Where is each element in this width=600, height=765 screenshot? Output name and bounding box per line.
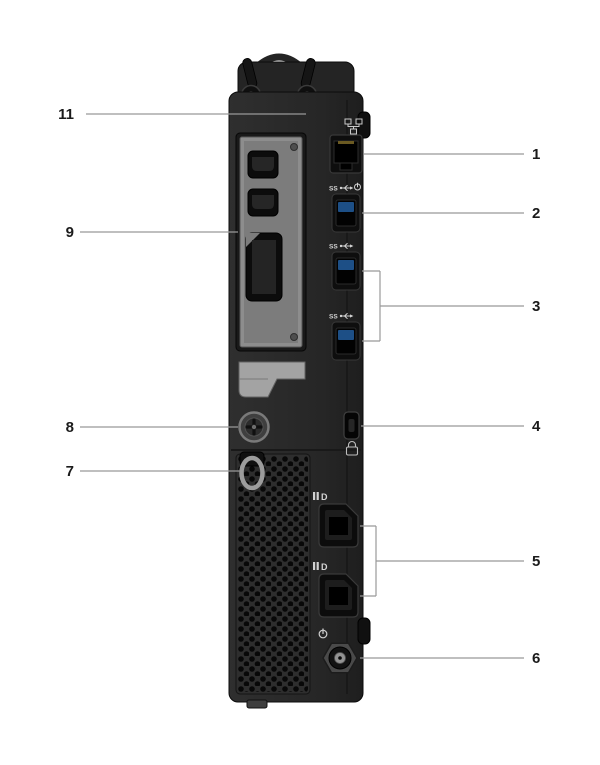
callout-label-3: 3 [532, 298, 540, 315]
callout-line-3 [362, 270, 524, 342]
mini-displayport-1 [247, 150, 279, 179]
usb-port-1 [331, 251, 361, 291]
usb-superspeed-icon-2: SS [329, 312, 354, 321]
device-rear-panel: SS SS SS [228, 53, 371, 709]
displayport-1 [318, 503, 359, 548]
usb-port-powershare [331, 193, 361, 233]
callout-label-2: 2 [532, 205, 540, 222]
network-icon [344, 118, 363, 135]
vent-grille [235, 453, 311, 695]
callout-label-11: 11 [58, 106, 74, 123]
callout-labels: 11 9 8 7 1 2 3 4 5 6 [58, 106, 541, 667]
svg-text:SS: SS [329, 314, 338, 321]
svg-text:SS: SS [329, 244, 338, 251]
usb-port-2 [331, 321, 361, 361]
svg-text:D: D [321, 492, 328, 502]
displayport-icon-2: D [313, 562, 328, 572]
callout-label-4: 4 [532, 418, 541, 435]
side-tab-top [357, 111, 371, 139]
expansion-plate-optional-video-ports [235, 132, 307, 352]
callout-label-7: 7 [66, 463, 74, 480]
usb-superspeed-powershare-icon: SS [329, 182, 361, 193]
callout-label-5: 5 [532, 553, 540, 570]
displayport-2 [318, 573, 359, 618]
plate-screw-top [290, 143, 298, 151]
displayport-icon-1: D [313, 492, 328, 502]
bottom-foot [246, 699, 268, 709]
usb-superspeed-icon-1: SS [329, 242, 354, 251]
release-latch [238, 361, 306, 398]
callout-label-9: 9 [66, 224, 74, 241]
callout-label-1: 1 [532, 146, 540, 163]
plate-screw-bottom [290, 333, 298, 341]
callout-lines [80, 113, 524, 659]
network-port [329, 134, 363, 174]
callout-line-5 [360, 525, 524, 597]
side-tab-bottom [357, 617, 371, 645]
power-connector [322, 642, 358, 674]
svg-text:D: D [321, 562, 328, 572]
svg-text:SS: SS [329, 186, 338, 193]
mini-displayport-2 [247, 188, 279, 217]
power-icon [318, 628, 328, 639]
lock-icon [345, 440, 359, 456]
callout-label-6: 6 [532, 650, 540, 667]
displayport-optional [245, 232, 283, 302]
callout-label-8: 8 [66, 419, 74, 436]
padlock-ring [239, 451, 265, 491]
thumbscrew [238, 411, 270, 443]
security-lock-slot [343, 411, 360, 440]
